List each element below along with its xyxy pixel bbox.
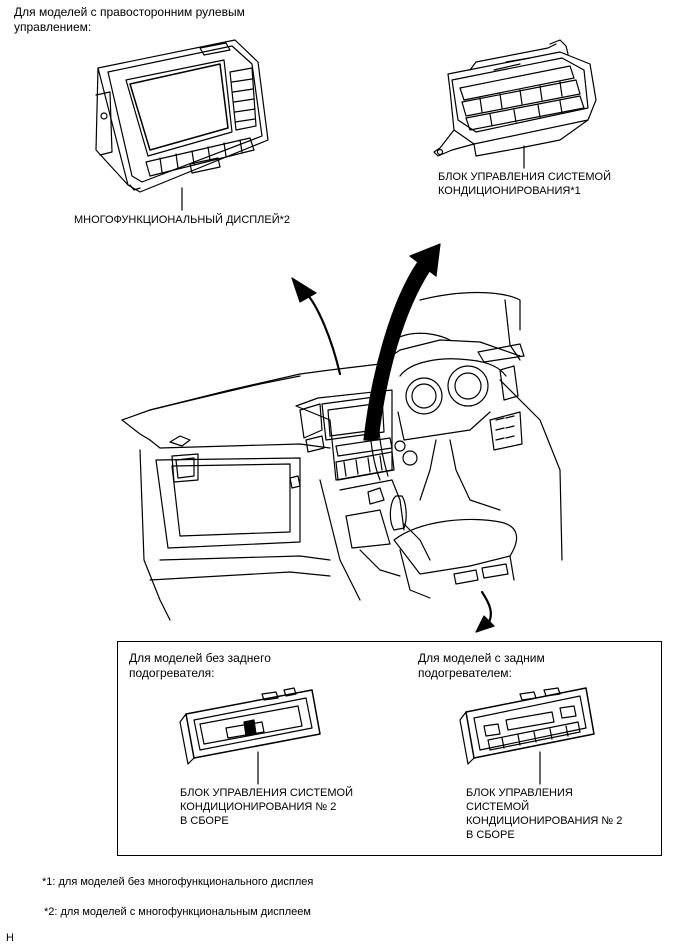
footnote-1: *1: для моделей без многофункционального… [42, 876, 314, 888]
multi-display-drawing [95, 39, 269, 193]
rhd-models-heading: Для моделей с правосторонним рулевым упр… [14, 5, 245, 34]
ac-control-unit-drawing [433, 39, 597, 157]
rear-variants-frame [117, 641, 662, 856]
footnote-2: *2: для моделей с многофункциональным ди… [44, 906, 311, 918]
dashboard-drawing [121, 291, 563, 621]
ac-unit-no2-label-left: БЛОК УПРАВЛЕНИЯ СИСТЕМОЙ КОНДИЦИОНИРОВАН… [180, 787, 354, 827]
multi-display-label: МНОГОФУНКЦИОНАЛЬНЫЙ ДИСПЛЕЙ*2 [74, 214, 291, 226]
removal-arrow-right [363, 243, 441, 441]
ac-unit-no2-no-heater-drawing [179, 687, 321, 765]
removal-arrow-down [475, 590, 495, 633]
rear-heater-heading: Для моделей с задним подогревателем: [418, 651, 545, 680]
ac-control-unit-label: БЛОК УПРАВЛЕНИЯ СИСТЕМОЙ КОНДИЦИОНИРОВАН… [438, 171, 612, 197]
ac-unit-no2-label-right: БЛОК УПРАВЛЕНИЯ СИСТЕМОЙ КОНДИЦИОНИРОВАН… [466, 787, 623, 841]
corner-code: H [6, 932, 14, 944]
ac-unit-no2-heater-drawing [459, 687, 595, 765]
removal-arrow-left [291, 277, 342, 376]
no-rear-heater-heading: Для моделей без заднего подогревателя: [129, 651, 271, 680]
